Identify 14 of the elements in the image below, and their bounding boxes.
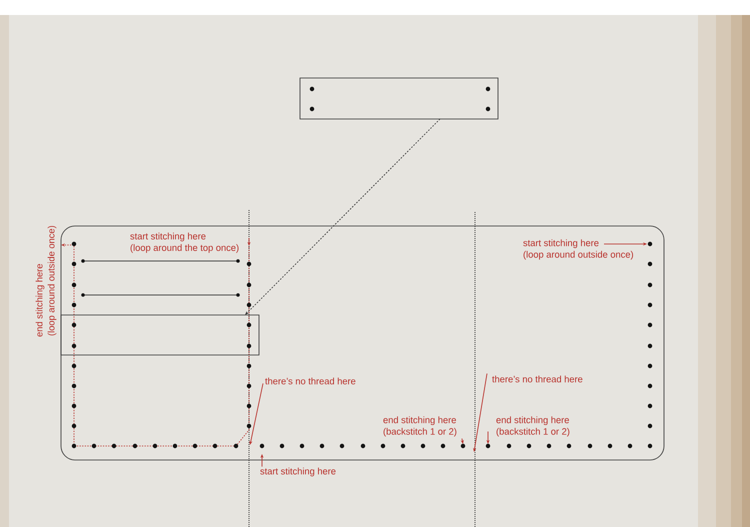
slot-outline — [60, 314, 260, 356]
annotation: (loop around the top once) — [130, 244, 238, 253]
annotation: start stitching here — [260, 468, 336, 476]
annotation: (loop around outside once) — [48, 226, 56, 336]
annotation: there’s no thread here — [265, 378, 356, 384]
annotation: start stitching here (loop around outside once) — [523, 239, 634, 260]
annotation: start stitching here — [130, 232, 206, 242]
annotation: end stitching here (backstitch 1 or 2) — [496, 416, 570, 437]
annotation: end stitching here — [36, 264, 44, 337]
annotation: end stitching here (backstitch 1 or 2) — [383, 416, 456, 437]
annotation: there’s no thread here — [492, 376, 582, 382]
dashed-arrow — [245, 118, 440, 315]
wallet-outline — [60, 226, 664, 460]
strap-piece — [300, 78, 498, 120]
